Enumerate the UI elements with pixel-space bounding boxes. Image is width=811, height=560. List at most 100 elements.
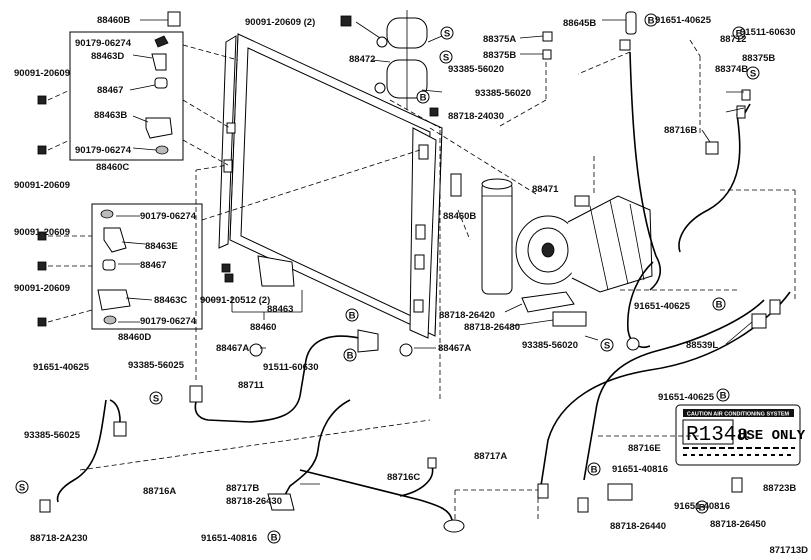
part-callout: 88375A — [483, 34, 516, 45]
part-callout: 88716C — [387, 472, 420, 483]
marker-circle — [716, 388, 730, 402]
mid-bracket-88463 — [221, 255, 295, 287]
part-callout: 88463B — [94, 110, 127, 121]
marker-circle — [712, 297, 726, 311]
marker-circle — [587, 462, 601, 476]
diagram-id: 871713D — [769, 545, 808, 556]
marker-letter: B — [736, 28, 743, 39]
marker-circle — [644, 13, 658, 27]
marker-letter: B — [648, 15, 655, 26]
part-callout: 88375B — [483, 50, 516, 61]
marker-circle — [345, 308, 359, 322]
top-fittings — [499, 11, 637, 127]
marker-circle — [149, 391, 163, 405]
compressor — [429, 127, 653, 293]
marker-letter: S — [19, 482, 25, 493]
receiver-bracket-88472 — [340, 10, 443, 129]
part-callout: 91651-40625 — [634, 301, 691, 312]
part-callout: 90091-20512 (2) — [200, 295, 270, 306]
part-callout: 88716B — [664, 125, 697, 136]
part-callout: 88460B — [443, 211, 476, 222]
part-callout: 88460D — [118, 332, 151, 343]
caution-use-only: USE ONLY — [738, 428, 806, 444]
part-callout: 88463D — [91, 51, 124, 62]
marker-circle — [15, 480, 29, 494]
marker-letter: B — [699, 502, 706, 513]
callouts-group: 88460B90179-0627488463D90091-20609884678… — [14, 15, 796, 544]
caution-refrigerant: R134a — [686, 424, 749, 447]
marker-letter: B — [420, 92, 427, 103]
upper-bracket-parts — [37, 11, 181, 155]
part-callout: 88460 — [250, 322, 276, 333]
marker-circle — [600, 338, 614, 352]
part-callout: 88718-26440 — [610, 521, 666, 532]
bracket-box-upper — [69, 31, 184, 161]
part-callout: 88471 — [532, 184, 559, 195]
part-callout: 88718-24030 — [448, 111, 504, 122]
part-callout: 88718-26420 — [439, 310, 495, 321]
marker-letter: S — [604, 340, 610, 351]
part-callout: 88374B — [715, 64, 748, 75]
part-callout: 88716E — [628, 443, 661, 454]
marker-circle — [439, 50, 453, 64]
marker-letter: S — [750, 68, 756, 79]
part-callout: 88718-26430 — [226, 496, 282, 507]
part-callout: 88717A — [474, 451, 507, 462]
marker-circle — [695, 500, 709, 514]
part-callout: 88467A — [216, 343, 249, 354]
part-callout: 90179-06274 — [140, 211, 197, 222]
part-callout: 88463C — [154, 295, 187, 306]
part-callout: 88460B — [97, 15, 130, 26]
marker-letter: S — [153, 393, 159, 404]
part-callout: 93385-56020 — [522, 340, 578, 351]
part-callout: 90091-20609 — [14, 180, 70, 191]
part-callout: 93385-56020 — [475, 88, 531, 99]
part-callout: 90091-20609 — [14, 68, 70, 79]
part-callout: 91511-60630 — [740, 27, 795, 38]
part-callout: 88716A — [143, 486, 176, 497]
part-callout: 91651-40625 — [33, 362, 90, 373]
marker-letter: S — [443, 52, 449, 63]
pipes-right — [537, 39, 796, 513]
marker-circle — [440, 26, 454, 40]
part-callout: 88375B — [742, 53, 775, 64]
part-callout: 93385-56020 — [448, 64, 504, 75]
part-callout: 88718-2A230 — [30, 533, 88, 544]
part-callout: 88718-26450 — [710, 519, 766, 530]
lower-bracket-parts — [37, 209, 131, 327]
pipes-bottom — [39, 130, 539, 533]
part-callout: 88645B — [563, 18, 596, 29]
part-callout: 88718-26480 — [464, 322, 520, 333]
marker-circle — [732, 26, 746, 40]
marker-letter: B — [271, 532, 278, 543]
part-callout: 93385-56025 — [24, 430, 81, 441]
marker-circle — [416, 90, 430, 104]
marker-letter: B — [347, 350, 354, 361]
part-callout: 91511-60630 — [263, 362, 318, 373]
marker-letter: B — [349, 310, 356, 321]
marker-circle — [267, 530, 281, 544]
part-callout: 90179-06274 — [75, 145, 132, 156]
marker-circle — [746, 66, 760, 80]
part-callout: 91651-40625 — [655, 15, 712, 26]
part-callout: 88463E — [145, 241, 178, 252]
part-callout: 88460C — [96, 162, 129, 173]
part-callout: 88463 — [267, 304, 293, 315]
part-callout: 90091-20609 (2) — [245, 17, 315, 28]
part-callout: 88723B — [763, 483, 796, 494]
receiver-88471 — [450, 173, 599, 341]
part-callout: 88717B — [226, 483, 259, 494]
left-leaders — [47, 19, 421, 323]
marker-letter: S — [444, 28, 450, 39]
part-callout: 91651-40816 — [674, 501, 730, 512]
part-callout: 91651-40816 — [201, 533, 257, 544]
caution-label: CAUTION AIR CONDITIONING SYSTEM R134a US… — [675, 404, 806, 466]
part-callout: 93385-56025 — [128, 360, 185, 371]
part-callout: 88711 — [238, 380, 265, 391]
part-callout: 90091-20609 — [14, 283, 70, 294]
marker-letter: B — [591, 464, 598, 475]
part-callout: 90179-06274 — [75, 38, 132, 49]
part-callout: 88472 — [349, 54, 375, 65]
